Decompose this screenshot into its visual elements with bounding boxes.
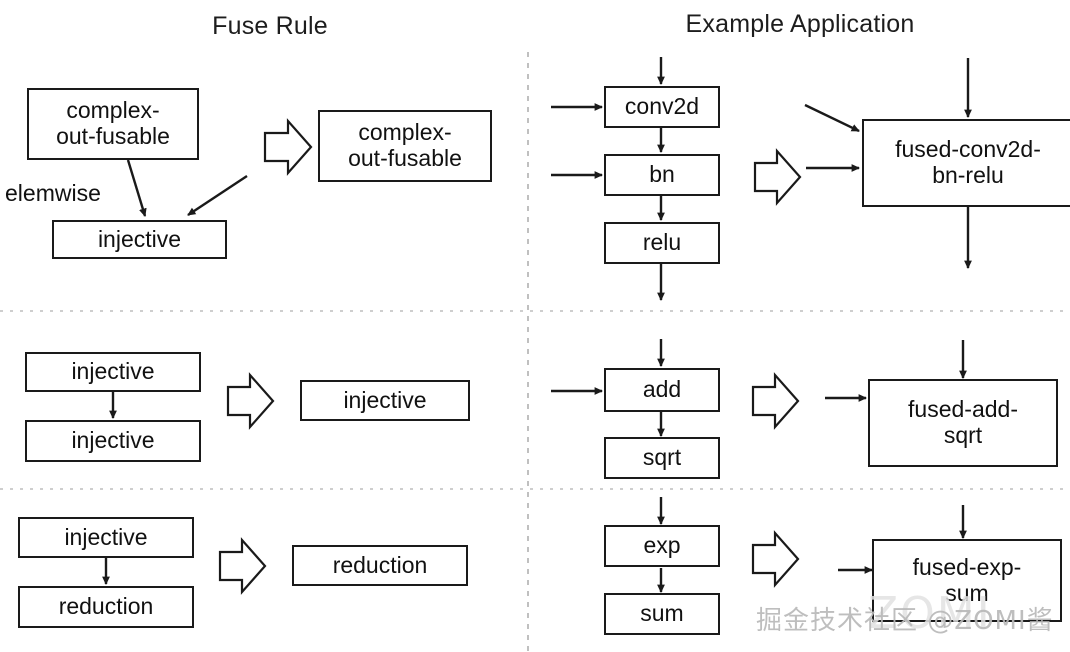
arrow-in-diag-fused-conv <box>804 103 860 133</box>
arrow-complex-to-injective <box>126 159 147 217</box>
watermark-ghost-text: ZOMI <box>868 588 992 639</box>
node-sum: sum <box>604 593 720 635</box>
edge-label-elemwise: elemwise <box>5 180 101 206</box>
node-conv2d: conv2d <box>604 86 720 128</box>
implication-arrow-row1-right <box>753 148 802 206</box>
implication-arrow-row2-right <box>751 372 800 430</box>
implication-arrow-row1 <box>263 118 313 176</box>
implication-arrow-row3 <box>218 537 267 595</box>
column-title-fuse-rule: Fuse Rule <box>212 12 328 40</box>
node-complex-out-fusable: complex- out-fusable <box>27 88 199 160</box>
node-injective-row1: injective <box>52 220 227 259</box>
implication-arrow-row2 <box>226 372 275 430</box>
node-injective-result: injective <box>300 380 470 421</box>
node-bn: bn <box>604 154 720 196</box>
node-complex-out-fusable-result: complex- out-fusable <box>318 110 492 182</box>
column-title-example-application: Example Application <box>685 10 915 38</box>
node-fused-add-sqrt: fused-add- sqrt <box>868 379 1058 467</box>
node-sqrt: sqrt <box>604 437 720 479</box>
node-exp: exp <box>604 525 720 567</box>
node-reduction: reduction <box>18 586 194 628</box>
implication-arrow-row3-right <box>751 530 800 588</box>
node-injective-row2-a: injective <box>25 352 201 392</box>
node-injective-row3: injective <box>18 517 194 558</box>
node-add: add <box>604 368 720 412</box>
node-fused-conv2d-bn-relu: fused-conv2d- bn-relu <box>862 119 1070 207</box>
watermark-text: 掘金技术社区 @ZOMI酱 <box>756 606 1054 636</box>
arrow-external-to-injective <box>187 174 248 217</box>
node-reduction-result: reduction <box>292 545 468 586</box>
node-fused-exp-sum: fused-exp- sum <box>872 539 1062 622</box>
node-relu: relu <box>604 222 720 264</box>
node-injective-row2-b: injective <box>25 420 201 462</box>
